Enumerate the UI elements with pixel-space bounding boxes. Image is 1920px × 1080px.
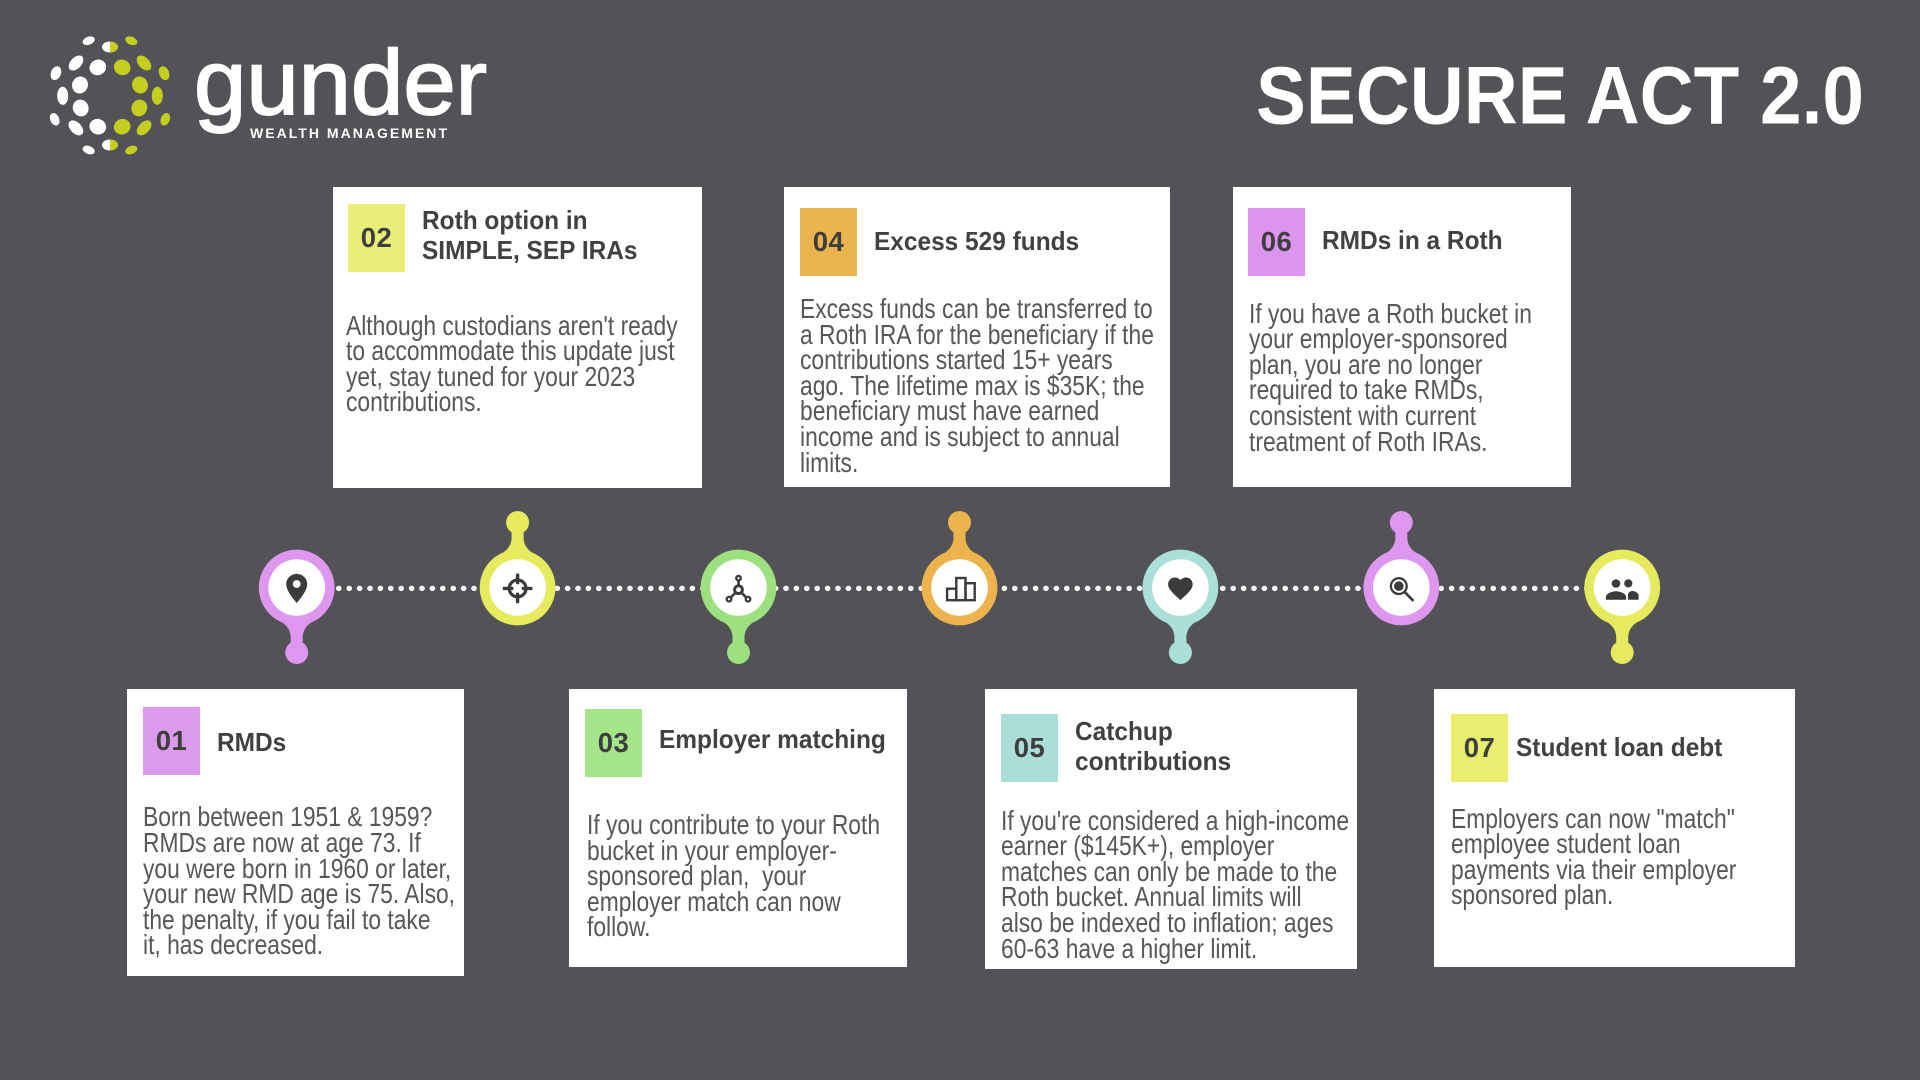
svg-text:SECURE ACT 2.0: SECURE ACT 2.0 [1256,51,1864,142]
svg-text:WEALTH MANAGEMENT: WEALTH MANAGEMENT [250,125,447,141]
svg-text:gunder: gunder [194,32,487,134]
